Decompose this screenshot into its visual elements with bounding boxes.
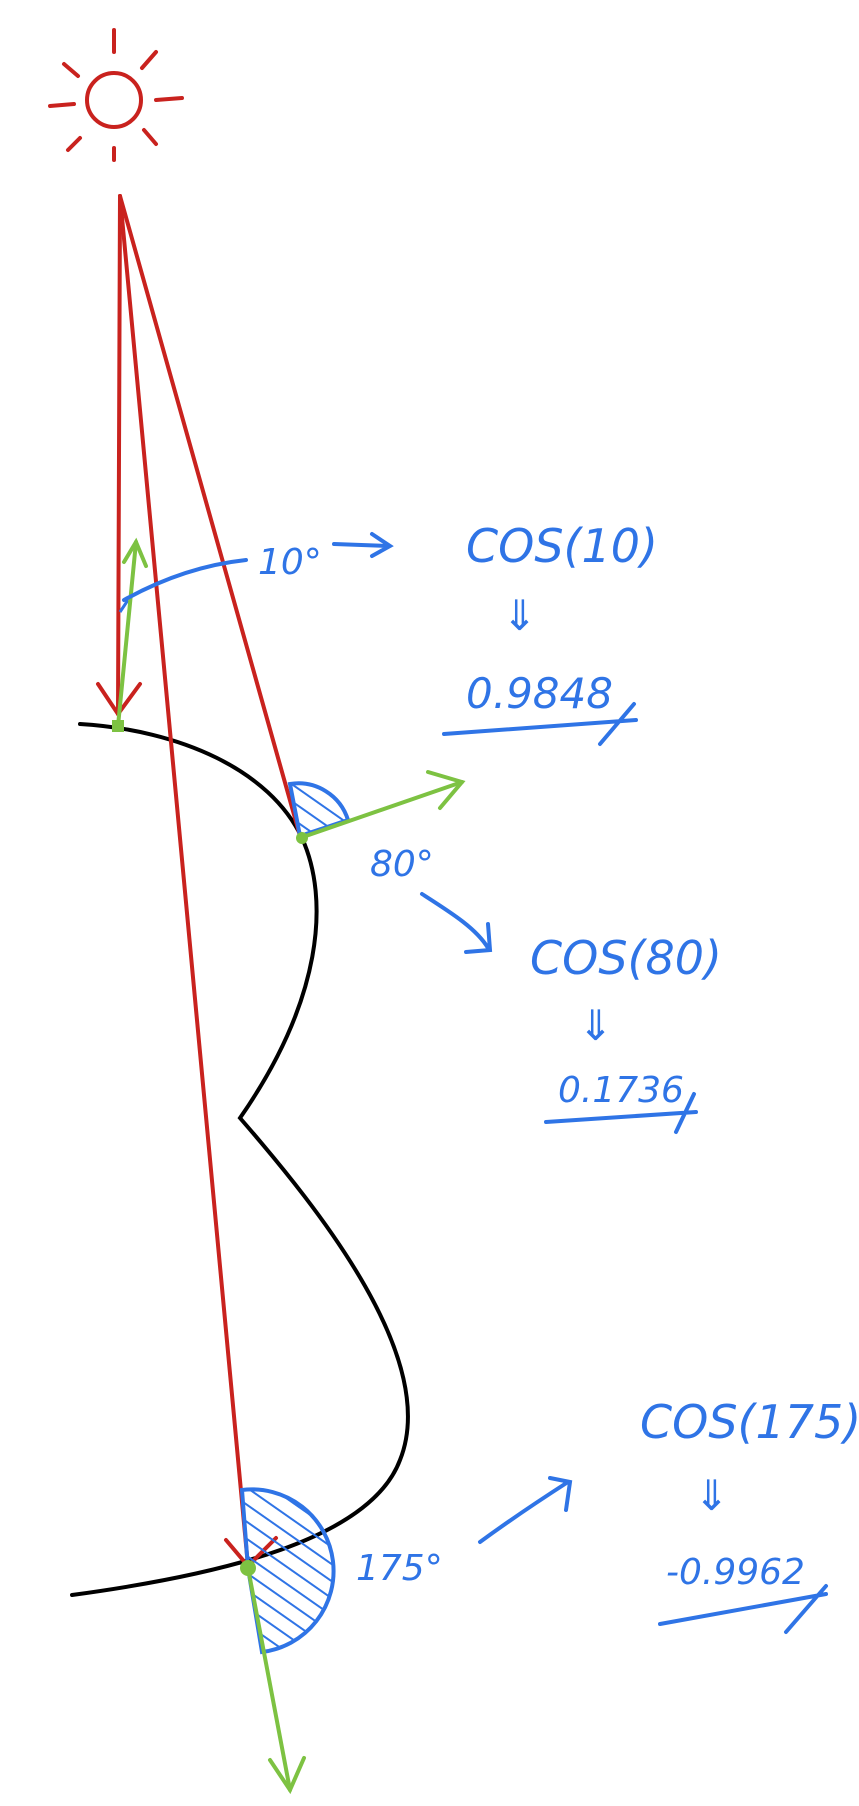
normal-1 <box>116 540 138 728</box>
angle-label-80: 80° <box>370 844 434 885</box>
formula-2: COS(80) <box>530 931 722 985</box>
arrow-80-to-formula <box>420 892 493 954</box>
implies-arrow-3: ⇓ <box>694 1471 729 1520</box>
result-1: 0.9848 <box>466 669 613 718</box>
angle-arc-175 <box>239 1487 336 1655</box>
result-3: -0.9962 <box>666 1552 805 1593</box>
sun-icon <box>48 28 184 162</box>
implies-arrow-2: ⇓ <box>578 1001 613 1050</box>
light-ray-1 <box>116 194 122 716</box>
contact-points <box>112 720 308 1576</box>
underline-2 <box>544 1092 698 1134</box>
implies-arrow-1: ⇓ <box>502 591 537 640</box>
surface-normals <box>116 537 466 1795</box>
surface-curve <box>70 722 410 1597</box>
normal-1-arrowhead <box>122 537 148 568</box>
annotation-strokes <box>122 532 828 1634</box>
formula-3: COS(175) <box>640 1395 859 1449</box>
arrow-175-to-formula <box>478 1476 573 1544</box>
normal-2-arrowhead <box>426 770 466 810</box>
result-2: 0.1736 <box>558 1070 684 1111</box>
normal-3 <box>246 1566 292 1792</box>
angle-arc-80 <box>287 781 351 839</box>
light-ray-2 <box>118 194 302 838</box>
underline-3 <box>658 1584 828 1634</box>
contact-point-3 <box>240 1560 256 1576</box>
contact-point-1 <box>112 720 124 732</box>
underline-1 <box>442 702 638 746</box>
angle-label-175: 175° <box>356 1548 443 1589</box>
normal-3-arrowhead <box>268 1756 306 1795</box>
light-rays <box>96 194 302 1569</box>
formula-1: COS(10) <box>466 519 658 573</box>
angle-10-leader <box>122 558 248 602</box>
angle-label-10: 10° <box>258 542 322 583</box>
light-ray-3 <box>118 194 250 1568</box>
normal-2 <box>298 780 464 840</box>
contact-point-2 <box>296 832 308 844</box>
angle-arc-10 <box>118 599 130 613</box>
arrow-10-to-formula <box>332 532 394 558</box>
